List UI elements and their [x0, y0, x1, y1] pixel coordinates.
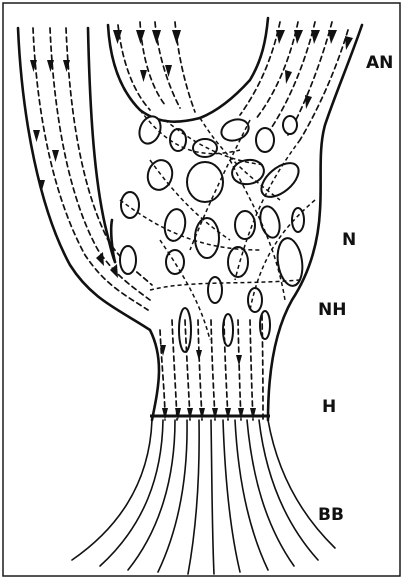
label-an: AN — [366, 53, 393, 73]
label-bb: BB — [318, 505, 344, 525]
label-n: N — [342, 230, 356, 250]
bottom-fibers — [72, 420, 335, 574]
label-h: H — [322, 397, 336, 417]
trunk-fibers — [160, 315, 263, 420]
figure-border — [3, 3, 400, 576]
plexus-cells — [120, 113, 305, 352]
label-nh: NH — [318, 300, 346, 320]
